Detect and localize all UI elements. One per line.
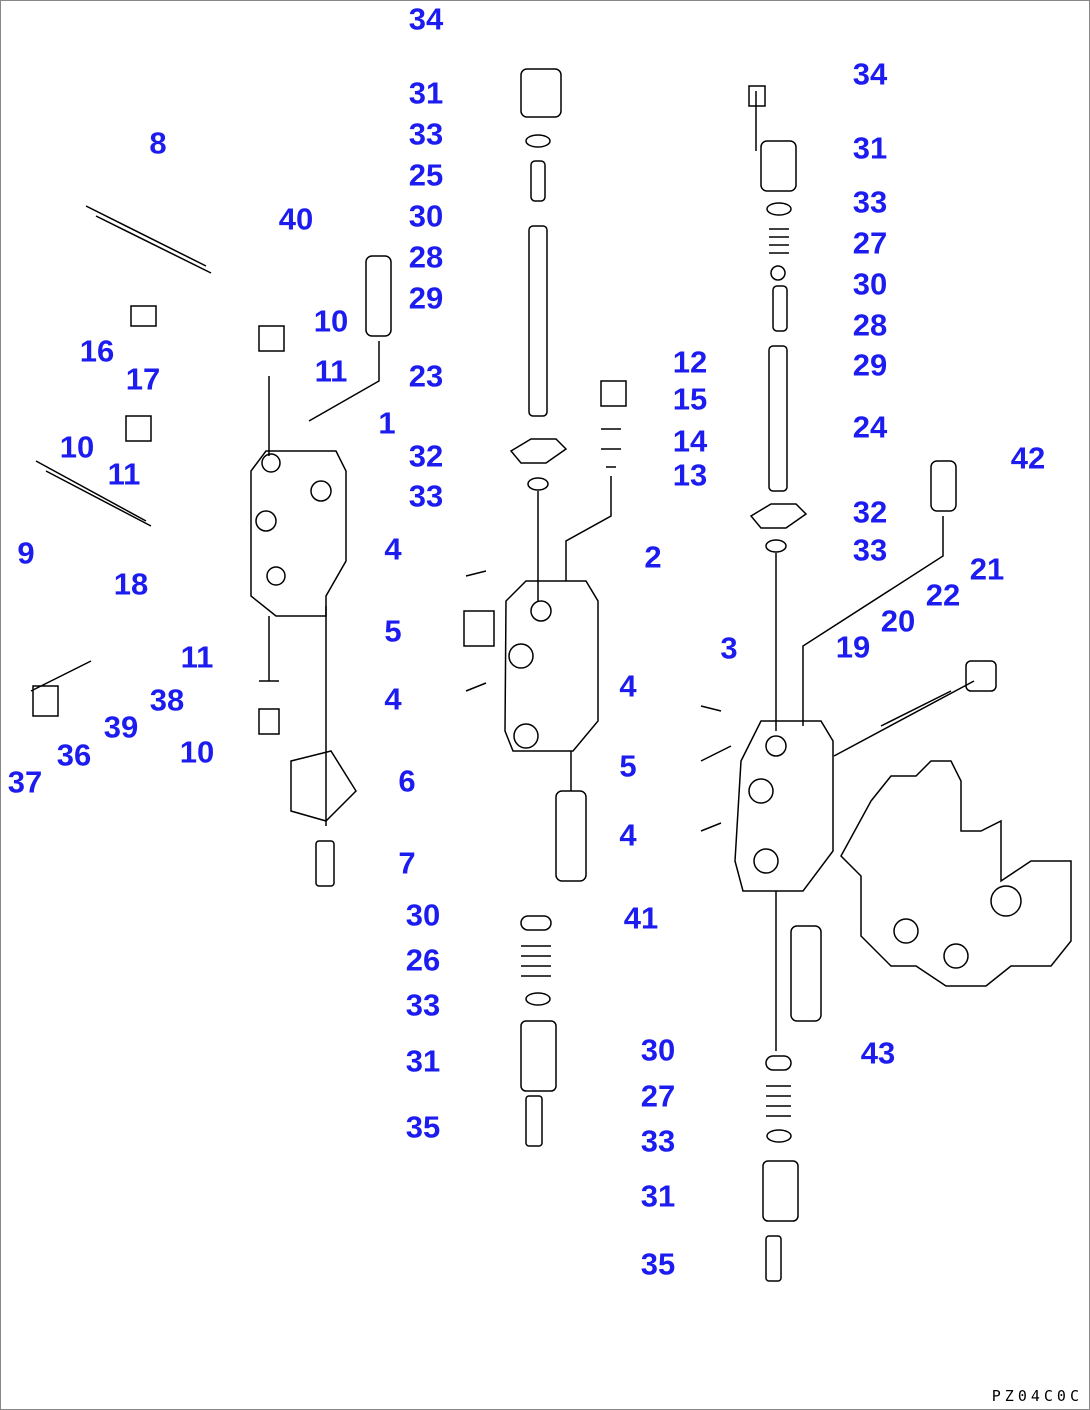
part-callout-label: 35	[405, 1109, 441, 1145]
assembled-control-valve-sketch	[840, 760, 1072, 987]
part-callout-label: 28	[408, 239, 444, 275]
part-callout-label: 4	[384, 681, 402, 717]
part-callout-label: 33	[405, 987, 441, 1023]
part-callout-label: 33	[408, 478, 444, 514]
part-callout-label: 12	[672, 344, 708, 380]
part-callout-label: 34	[852, 56, 888, 92]
part-callout-label: 9	[17, 535, 35, 571]
part-callout-label: 4	[619, 817, 637, 853]
part-callout-label: 27	[852, 225, 888, 261]
part-callout-label: 31	[852, 130, 888, 166]
part-callout-label: 38	[149, 682, 185, 718]
part-callout-label: 43	[860, 1035, 896, 1071]
part-callout-label: 42	[1010, 440, 1046, 476]
part-callout-label: 5	[619, 748, 637, 784]
part-callout-label: 8	[149, 125, 167, 161]
part-callout-label: 13	[672, 457, 708, 493]
part-callout-label: 29	[852, 347, 888, 383]
part-callout-label: 11	[314, 353, 348, 389]
part-callout-label: 27	[640, 1078, 676, 1114]
part-callout-label: 28	[852, 307, 888, 343]
part-callout-label: 23	[408, 358, 444, 394]
part-callout-label: 10	[59, 429, 95, 465]
part-callout-label: 33	[852, 532, 888, 568]
part-callout-label: 17	[125, 361, 161, 397]
part-callout-label: 6	[398, 763, 416, 799]
part-callout-label: 1	[378, 405, 396, 441]
valve-section-3-assembly	[700, 85, 997, 1282]
part-callout-label: 35	[640, 1246, 676, 1282]
part-callout-label: 4	[384, 531, 402, 567]
part-callout-label: 33	[640, 1123, 676, 1159]
part-callout-label: 14	[672, 423, 708, 459]
part-callout-label: 19	[835, 629, 871, 665]
valve-section-1-assembly	[30, 205, 392, 887]
part-callout-label: 25	[408, 157, 444, 193]
part-callout-label: 22	[925, 577, 961, 613]
part-callout-label: 3	[720, 630, 738, 666]
part-callout-label: 31	[405, 1043, 441, 1079]
part-callout-label: 40	[278, 201, 314, 237]
part-callout-label: 21	[969, 551, 1005, 587]
part-callout-label: 15	[672, 381, 708, 417]
part-callout-label: 11	[107, 456, 141, 492]
part-callout-label: 33	[852, 184, 888, 220]
part-callout-label: 32	[852, 494, 888, 530]
part-callout-label: 29	[408, 280, 444, 316]
part-callout-label: 5	[384, 613, 402, 649]
part-callout-label: 30	[852, 266, 888, 302]
part-callout-label: 10	[179, 734, 215, 770]
part-callout-label: 4	[619, 668, 637, 704]
part-callout-label: 37	[7, 764, 43, 800]
part-callout-label: 39	[103, 709, 139, 745]
part-callout-label: 24	[852, 409, 888, 445]
part-callout-label: 18	[113, 566, 149, 602]
part-callout-label: 7	[398, 845, 416, 881]
part-callout-label: 32	[408, 438, 444, 474]
valve-section-2-assembly	[463, 68, 627, 1147]
part-callout-label: 30	[640, 1032, 676, 1068]
part-callout-label: 31	[408, 75, 444, 111]
part-callout-label: 20	[880, 603, 916, 639]
part-callout-label: 11	[180, 639, 214, 675]
part-callout-label: 2	[644, 539, 662, 575]
part-callout-label: 16	[79, 333, 115, 369]
part-callout-label: 31	[640, 1178, 676, 1214]
part-callout-label: 33	[408, 116, 444, 152]
part-callout-label: 26	[405, 942, 441, 978]
part-callout-label: 36	[56, 737, 92, 773]
drawing-code: PZ04C0C	[991, 1387, 1083, 1405]
part-callout-label: 30	[408, 198, 444, 234]
part-callout-label: 30	[405, 897, 441, 933]
part-callout-label: 41	[623, 900, 659, 936]
part-callout-label: 10	[313, 303, 349, 339]
part-callout-label: 34	[408, 1, 444, 37]
